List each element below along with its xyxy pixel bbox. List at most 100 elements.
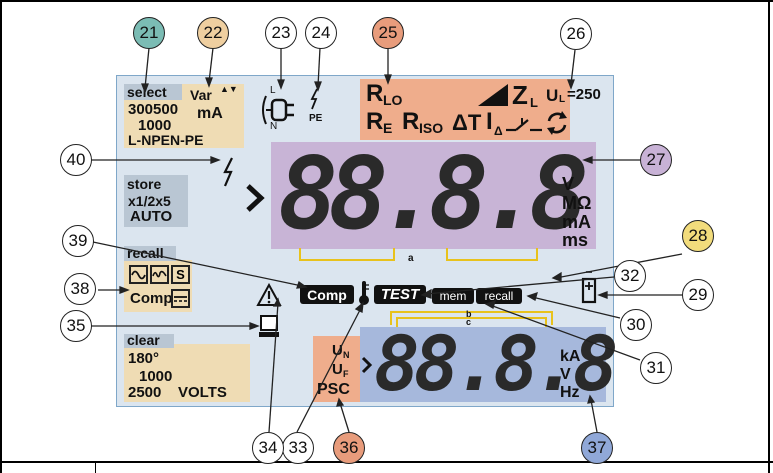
callout-37: 37 xyxy=(581,432,613,464)
distorted-wave-icon xyxy=(150,265,169,284)
frame-bottom xyxy=(0,461,773,463)
main-display xyxy=(271,142,596,249)
re-sub: E xyxy=(383,120,393,136)
bargraph-c-label: c xyxy=(466,317,472,327)
store-line2: AUTO xyxy=(130,208,173,225)
ramp-icon xyxy=(478,84,508,106)
bargraph-b xyxy=(390,311,553,325)
callout-39: 39 xyxy=(62,225,94,257)
var-updown-icon: ▲▼ xyxy=(220,84,238,94)
main-unit-v: V xyxy=(562,174,575,194)
callout-35: 35 xyxy=(60,310,92,342)
clear-panel xyxy=(124,344,250,402)
clear-line1: 180° xyxy=(128,350,160,367)
zl-z: Z xyxy=(512,80,528,110)
recall-comp: Comp xyxy=(130,290,173,307)
var-label: Var xyxy=(190,87,212,103)
main-unit-ma: mA xyxy=(562,212,592,232)
delta-t: ΔT xyxy=(452,110,482,135)
callout-21: 21 xyxy=(133,17,165,49)
thermometer-icon xyxy=(359,281,369,305)
pe-flash-icon xyxy=(310,88,318,110)
clear-line2: 1000 xyxy=(139,368,173,385)
select-line3: L-NPEN-PE xyxy=(128,132,204,148)
re-r: R xyxy=(366,108,384,135)
callout-27: 27 xyxy=(640,144,672,176)
plug-icon xyxy=(262,95,294,125)
store-panel xyxy=(124,175,188,227)
frame-left xyxy=(0,0,2,473)
callout-29: 29 xyxy=(682,279,714,311)
uf-u: U xyxy=(332,361,343,378)
select-line1: 300500 xyxy=(128,101,179,118)
main-unit-ms: ms xyxy=(562,230,589,250)
comp-indicator: Comp xyxy=(300,285,354,304)
callout-33: 33 xyxy=(282,432,314,464)
select-line2: 1000 xyxy=(138,117,172,134)
riso-sub: ISO xyxy=(419,120,444,136)
ul-sub: L xyxy=(559,94,566,105)
callout-23: 23 xyxy=(265,17,297,49)
secondary-label-panel xyxy=(313,336,361,402)
callout-26: 26 xyxy=(560,18,592,50)
un-sub: N xyxy=(343,350,350,360)
secondary-display xyxy=(360,327,606,402)
bargraph-a-left xyxy=(299,248,395,261)
secondary-chevron-icon xyxy=(361,356,373,374)
cycle-icon xyxy=(547,111,567,135)
callout-28: 28 xyxy=(682,220,714,252)
frame-right xyxy=(768,0,770,473)
callout-31: 31 xyxy=(640,352,672,384)
main-chevron-icon xyxy=(246,184,265,212)
callout-25: 25 xyxy=(372,17,404,49)
warning-icon xyxy=(256,283,282,306)
sine-wave-icon xyxy=(129,265,148,284)
callout-36: 36 xyxy=(333,432,365,464)
clear-volts: VOLTS xyxy=(178,384,227,401)
clear-line3: 2500 xyxy=(128,384,162,401)
callout-24: 24 xyxy=(305,17,337,49)
rlo-sub: LO xyxy=(383,92,403,108)
bargraph-a-label: a xyxy=(408,253,414,264)
callout-32: 32 xyxy=(614,260,646,292)
plug-n-label: N xyxy=(270,121,278,132)
recall-indicator: recall xyxy=(476,288,522,304)
frame-tick xyxy=(95,461,96,473)
ul-value: =250 xyxy=(567,86,601,103)
zl-sub: L xyxy=(530,95,538,110)
plug-l-label: L xyxy=(270,85,276,96)
store-line1: x1/2x5 xyxy=(128,193,171,209)
ul-u: U xyxy=(546,86,559,105)
un-u: U xyxy=(332,342,343,359)
riso-r: R xyxy=(402,108,420,135)
clear-tag xyxy=(124,334,174,348)
store-title: store xyxy=(127,176,162,192)
s-key: S xyxy=(171,265,190,284)
callout-34: 34 xyxy=(252,432,284,464)
bargraph-a-right xyxy=(446,248,538,261)
idelta-i: I xyxy=(486,108,493,135)
idelta-sub: Δ xyxy=(494,124,503,138)
bargraph-c xyxy=(396,317,547,327)
select-tag xyxy=(124,84,182,100)
main-unit-mohm: MΩ xyxy=(562,193,592,213)
rlo-r: R xyxy=(366,80,384,107)
secondary-unit-hz: Hz xyxy=(560,384,580,401)
recall-panel xyxy=(124,260,192,312)
select-unit: mA xyxy=(197,105,223,122)
callout-30: 30 xyxy=(620,309,652,341)
dc-icon xyxy=(171,289,190,308)
secondary-unit-ka: kA xyxy=(560,348,581,365)
psc-label: PSC xyxy=(317,381,350,398)
bargraph-b-label: b xyxy=(466,309,472,319)
hazard-lightning-icon xyxy=(223,157,233,187)
select-title: select xyxy=(127,84,167,100)
test-indicator: TEST xyxy=(374,285,426,304)
frame-top xyxy=(0,0,773,2)
uf-sub: F xyxy=(343,369,349,379)
callout-38: 38 xyxy=(64,273,96,305)
secondary-digits: 88.8.8 xyxy=(374,319,619,408)
main-digits: 88.8.8 xyxy=(278,135,589,252)
